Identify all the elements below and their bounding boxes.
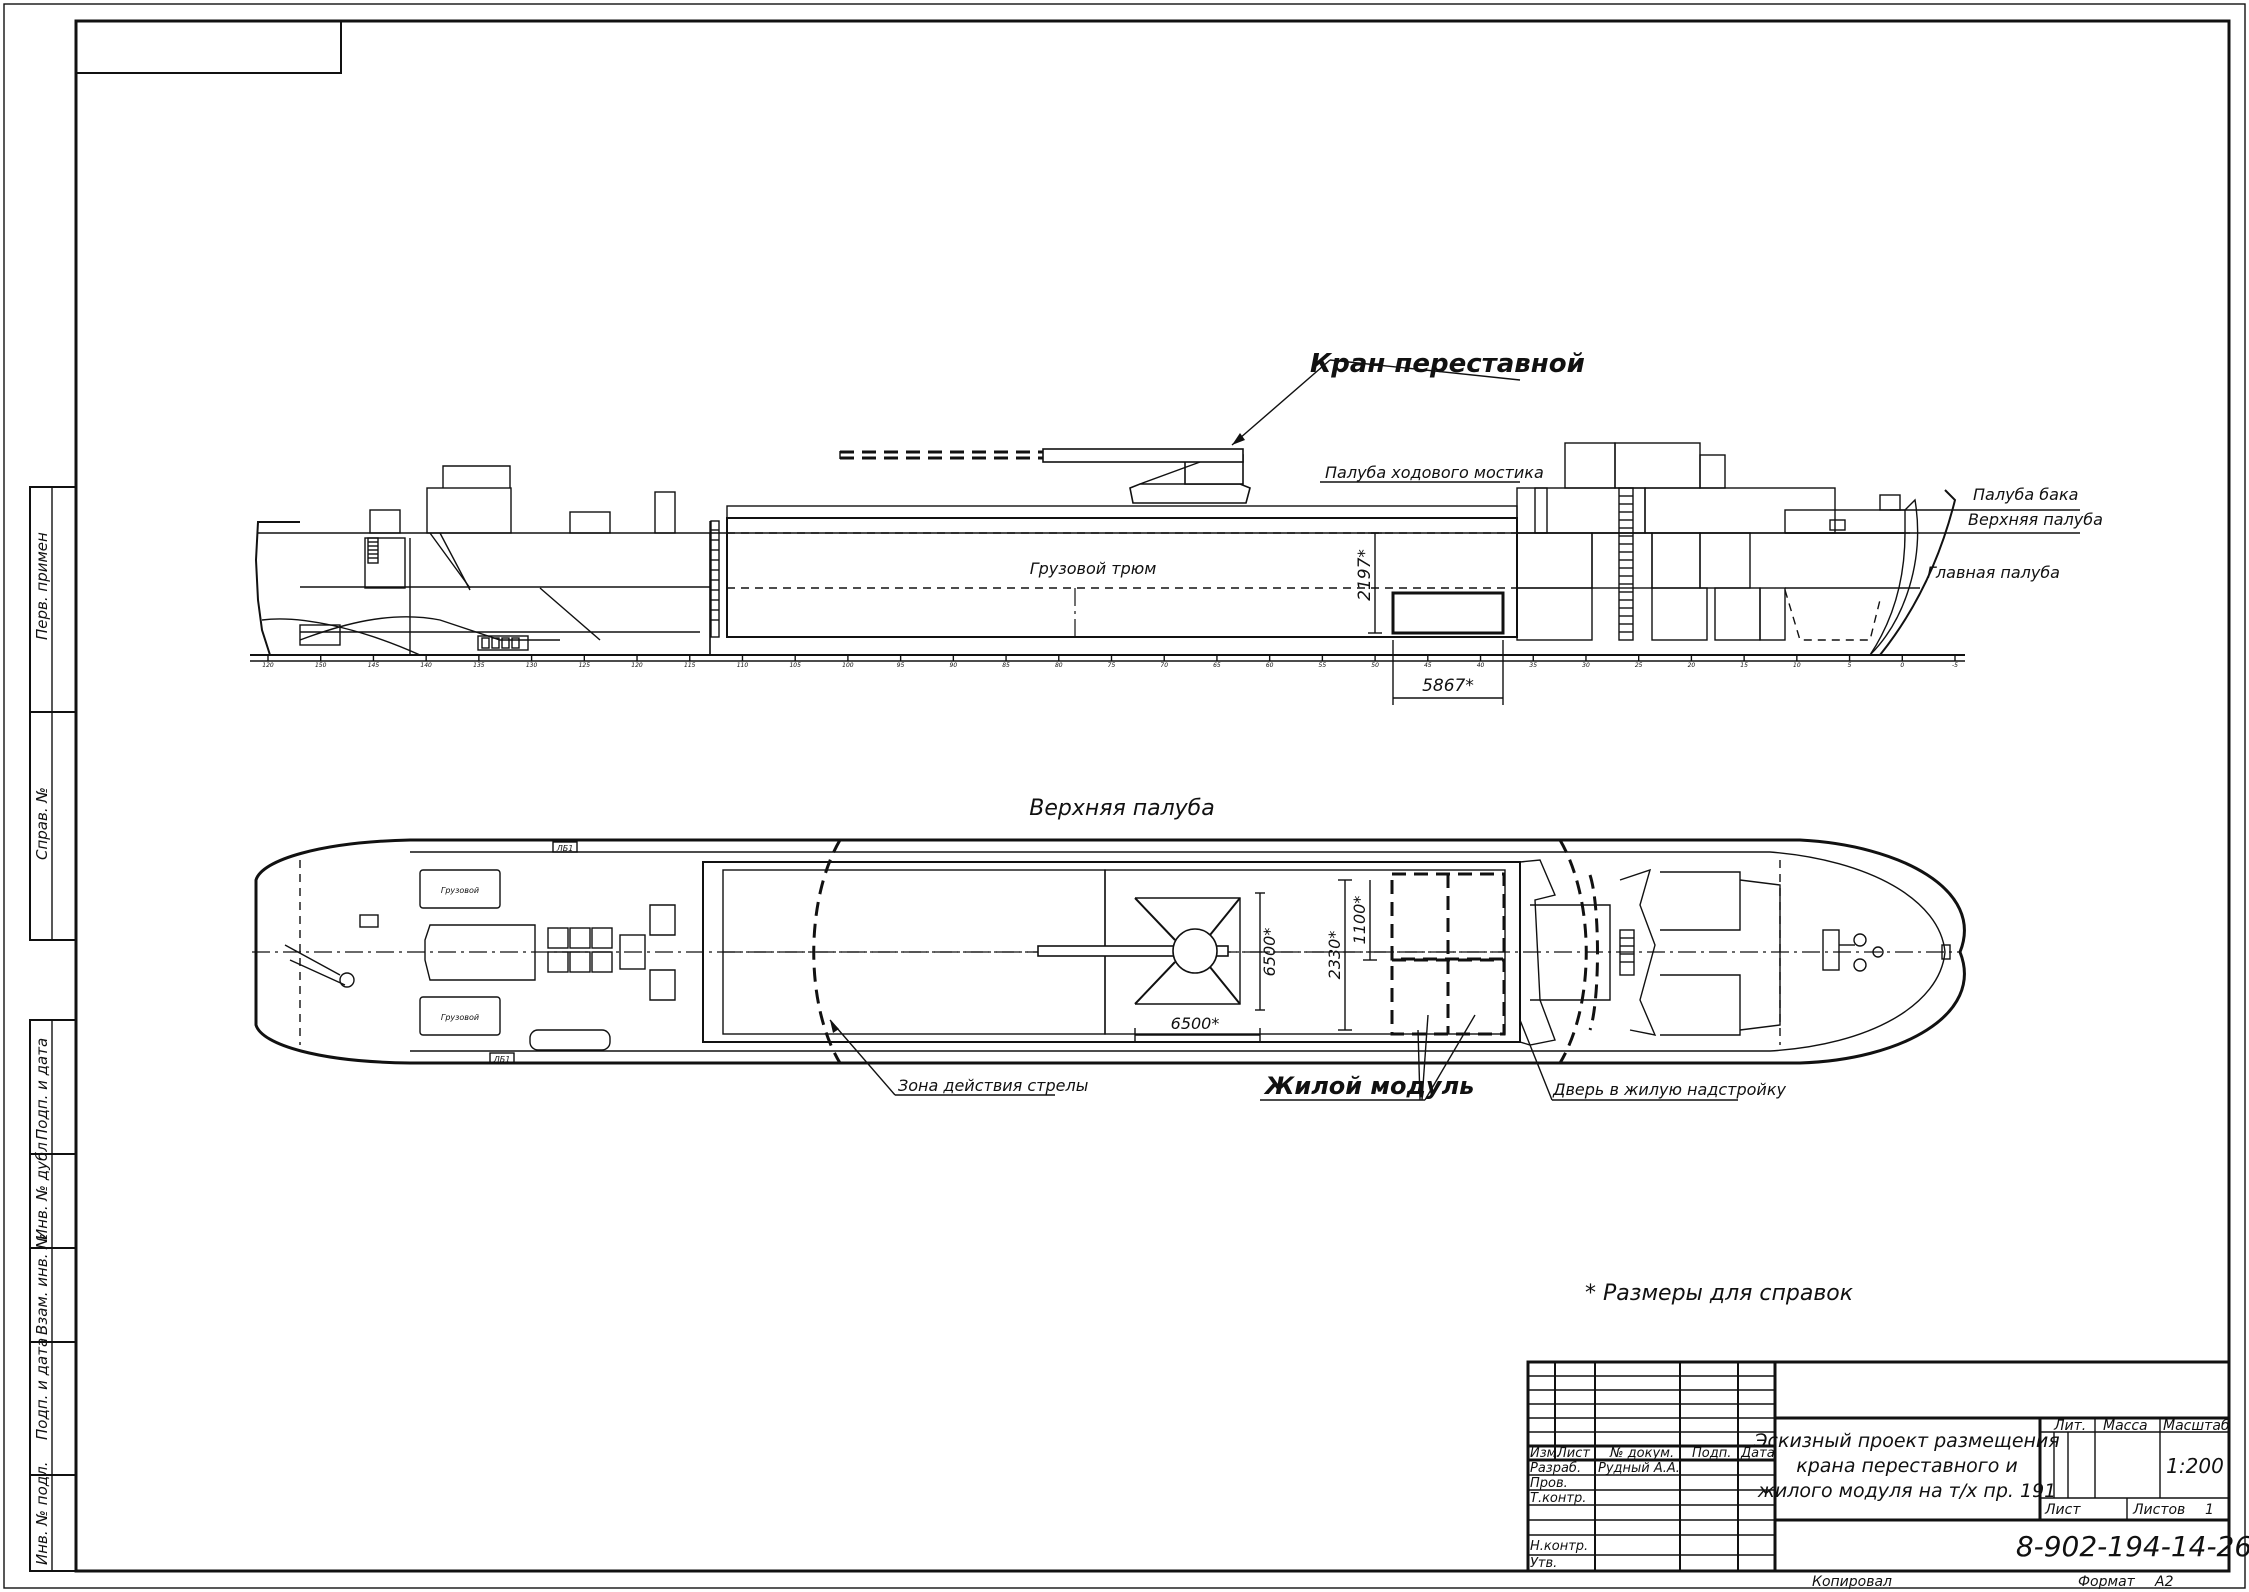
crane-plan-view: 6500* 6500*: [1037, 892, 1279, 1042]
sheet-outer-border: [3, 3, 2246, 1589]
frame-number: 15: [1740, 662, 1748, 669]
living-modules-plan: 2330* 1100*: [1325, 872, 1506, 1036]
frame-number: 10: [1793, 662, 1801, 669]
strip-label-vzam-inv: Взам. инв. №: [33, 1233, 51, 1335]
tb-title-line-2: крана переставного и: [1796, 1455, 2018, 1477]
frame-number: 75: [1108, 662, 1116, 669]
label-cargo-hold: Грузовой трюм: [1030, 559, 1157, 578]
tb-doc-number: 8-902-194-14-26: [2016, 1530, 2249, 1563]
tb-scale-value: 1:200: [2166, 1454, 2224, 1478]
tb-format-label: Формат: [2078, 1574, 2136, 1590]
frame-number: 90: [950, 662, 958, 669]
dim-module-width: 2330*: [1325, 931, 1344, 980]
frame-number: 30: [1582, 662, 1590, 669]
tb-sheets-count: 1: [2205, 1502, 2214, 1518]
frame-number: 35: [1529, 662, 1537, 669]
crane-side-view: [839, 448, 1251, 504]
tb-format-value: А2: [2154, 1574, 2174, 1590]
tb-sheets-label: Листов: [2132, 1502, 2185, 1518]
frame-number: 120: [631, 662, 643, 669]
frame-number: 50: [1371, 662, 1379, 669]
tb-role-tkontr: Т.контр.: [1530, 1491, 1586, 1506]
ship-side-elevation: 2197* 5867*: [250, 349, 2103, 705]
frame-number: 40: [1477, 662, 1485, 669]
frame-number: 80: [1055, 662, 1063, 669]
tb-col-list: Лист: [1556, 1446, 1590, 1461]
label-forecastle-deck: Палуба бака: [1973, 485, 2078, 504]
dim-hold-height: 2197*: [1355, 549, 1375, 601]
frame-number: 105: [789, 662, 801, 669]
tb-col-data: Дата: [1740, 1446, 1775, 1461]
frame-number: 120: [262, 662, 274, 669]
tb-lit-label: Лит.: [2053, 1418, 2086, 1434]
tb-col-podp: Подп.: [1692, 1446, 1731, 1461]
tb-col-docnum: № докум.: [1609, 1446, 1674, 1461]
plan-boat-1: Грузовой: [441, 886, 479, 895]
frame-number: 5: [1848, 662, 1852, 669]
tb-title-line-1: Эскизный проект размещения: [1753, 1430, 2059, 1452]
frame-number: 110: [737, 662, 749, 669]
frame-number: 135: [473, 662, 485, 669]
tb-sheet-label: Лист: [2044, 1502, 2081, 1518]
frame-number: 140: [420, 662, 432, 669]
frame-number: 115: [684, 662, 696, 669]
frame-number: 25: [1635, 662, 1643, 669]
tb-copied-label: Копировал: [1812, 1574, 1892, 1590]
label-bridge-deck: Палуба ходового мостика: [1325, 463, 1544, 482]
tb-role-nkontr: Н.контр.: [1530, 1539, 1588, 1554]
strip-label-inv-podl: Инв. № подл.: [33, 1462, 51, 1565]
frame-number: 60: [1266, 662, 1274, 669]
strip-label-inv-dubl: Инв. № дубл: [33, 1142, 51, 1240]
frame-number: 95: [897, 662, 905, 669]
ship-plan-view: Верхняя палуба Грузовой Грузовой ЛБ1 ЛБ1: [252, 796, 1966, 1101]
title-block: Изм. Лист № докум. Подп. Дата Разраб. Ру…: [1526, 1360, 2249, 1590]
tb-name-razrab: Рудный А.А.: [1598, 1461, 1680, 1476]
tb-col-izm: Изм.: [1530, 1446, 1561, 1461]
strip-label-podp-data-1: Подп. и дата: [33, 1038, 51, 1140]
label-upper-deck-side: Верхняя палуба: [1968, 510, 2103, 529]
top-left-stamp-box: [75, 20, 342, 74]
frame-number: 130: [526, 662, 538, 669]
strip-label-sprav: Справ. №: [33, 787, 51, 860]
label-crane: Кран переставной: [1310, 349, 1585, 379]
frame-number: 70: [1160, 662, 1168, 669]
frame-number: 65: [1213, 662, 1221, 669]
tb-role-razrab: Разраб.: [1530, 1461, 1581, 1476]
frame-number: 20: [1688, 662, 1696, 669]
strip-label-perv-primen: Перв. примен: [33, 532, 51, 640]
reference-note: * Размеры для справок: [1585, 1281, 1854, 1306]
label-boom-zone: Зона действия стрелы: [898, 1076, 1088, 1095]
plan-boat-2: Грузовой: [441, 1013, 479, 1022]
frame-number: 100: [842, 662, 854, 669]
tb-scale-label: Масштаб: [2163, 1418, 2230, 1434]
frame-number: 150: [315, 662, 327, 669]
dim-crane-reach: 6500*: [1171, 1014, 1220, 1033]
strip-label-podp-data-2: Подп. и дата: [33, 1338, 51, 1440]
tb-title-line-3: жилого модуля на т/х пр. 191: [1757, 1480, 2057, 1502]
plan-title: Верхняя палуба: [1029, 796, 1214, 821]
tb-mass-label: Масса: [2103, 1418, 2148, 1434]
tb-role-prov: Пров.: [1530, 1476, 1568, 1491]
frame-number: 55: [1319, 662, 1327, 669]
label-main-deck: Главная палуба: [1927, 563, 2060, 582]
frame-number: 85: [1002, 662, 1010, 669]
plan-tag-1: ЛБ1: [556, 844, 574, 853]
tb-role-utv: Утв.: [1530, 1556, 1557, 1571]
label-living-module: Жилой модуль: [1263, 1072, 1474, 1100]
frame-number: -5: [1952, 662, 1958, 669]
frame-number: 145: [368, 662, 380, 669]
dim-crane-width: 6500*: [1260, 928, 1279, 977]
dim-module-length: 5867*: [1422, 676, 1474, 696]
frame-number: 0: [1900, 662, 1904, 669]
plan-tag-2: ЛБ1: [493, 1055, 511, 1064]
left-side-strip: Перв. примен Справ. № Подп. и дата Инв. …: [29, 486, 77, 1572]
label-door: Дверь в жилую надстройку: [1552, 1080, 1786, 1099]
dim-module-room: 1100*: [1350, 896, 1369, 945]
frame-number: 125: [579, 662, 591, 669]
frame-number: 45: [1424, 662, 1432, 669]
